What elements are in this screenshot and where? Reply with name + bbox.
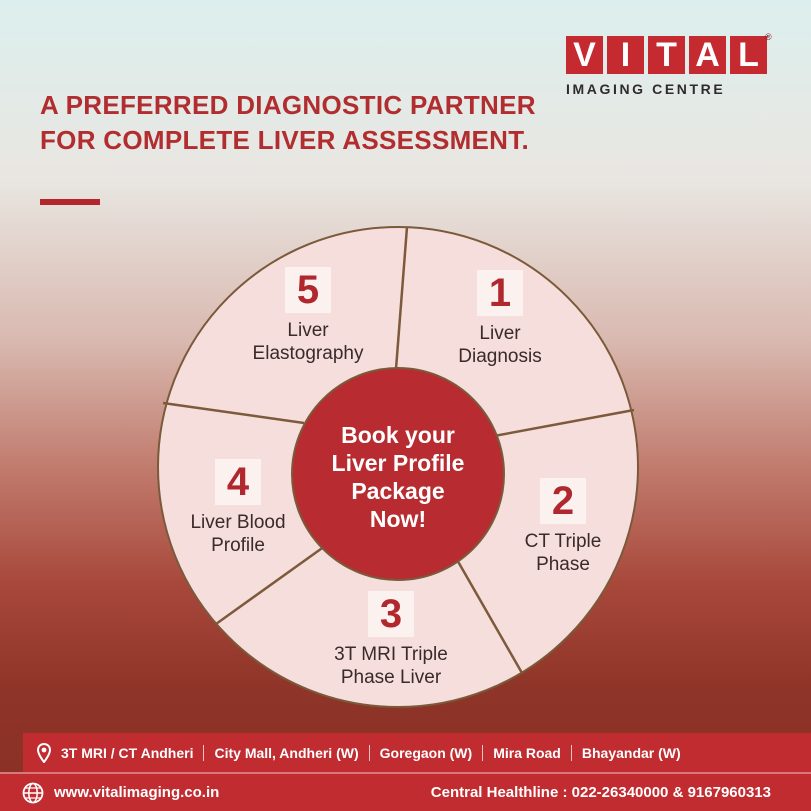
segment-label: Liver Diagnosis <box>458 323 542 367</box>
segment-number: 5 <box>285 267 331 313</box>
segment-label: CT Triple Phase <box>524 531 602 575</box>
footer-divider <box>0 772 811 774</box>
segment-4: 4 Liver Blood Profile <box>163 459 313 557</box>
contact-bar: www.vitalimaging.co.in Central Healthlin… <box>0 774 811 811</box>
locations-bar: 3T MRI / CT Andheri City Mall, Andheri (… <box>23 733 811 772</box>
headline-underline <box>40 199 100 205</box>
location-item: Mira Road <box>483 744 572 761</box>
wheel-divider <box>493 408 635 438</box>
logo-letter: V <box>566 36 603 74</box>
central-helpline[interactable]: Central Healthline : 022-26340000 & 9167… <box>430 784 771 801</box>
segment-1: 1 Liver Diagnosis <box>420 270 580 368</box>
wheel-divider <box>215 539 333 626</box>
book-package-cta[interactable]: Book your Liver Profile Package Now! <box>331 422 465 532</box>
vital-logo: V I T A L ® IMAGING CENTRE <box>566 32 772 106</box>
logo-letter: A <box>689 36 726 74</box>
logo-letter: T <box>648 36 685 74</box>
logo-subtitle: IMAGING CENTRE <box>566 81 726 97</box>
website-link[interactable]: www.vitalimaging.co.in <box>54 784 220 801</box>
location-item: City Mall, Andheri (W) <box>204 744 370 761</box>
globe-icon <box>22 782 44 803</box>
segment-number: 4 <box>215 459 261 505</box>
headline: A PREFERRED DIAGNOSTIC PARTNER FOR COMPL… <box>40 90 536 155</box>
wheel-divider <box>162 401 305 425</box>
segment-3: 3 3T MRI Triple Phase Liver <box>306 591 476 689</box>
logo-letter: I <box>607 36 644 74</box>
map-pin-icon <box>37 742 51 763</box>
logo-letter: L <box>730 36 767 74</box>
segment-label: Liver Elastography <box>252 320 364 364</box>
location-item: Goregaon (W) <box>370 744 484 761</box>
wheel-divider <box>394 226 409 370</box>
wheel-divider <box>450 550 524 674</box>
logo-letters: V I T A L <box>566 36 772 74</box>
location-item: Bhayandar (W) <box>581 744 681 761</box>
segment-5: 5 Liver Elastography <box>228 267 388 365</box>
segment-number: 1 <box>477 270 523 316</box>
segment-number: 3 <box>368 591 414 637</box>
service-wheel <box>157 226 639 708</box>
segment-label: 3T MRI Triple Phase Liver <box>334 644 448 688</box>
registered-mark: ® <box>765 32 772 42</box>
segment-number: 2 <box>540 478 586 524</box>
segment-2: 2 CT Triple Phase <box>488 478 638 576</box>
wheel-center-circle[interactable] <box>291 367 505 581</box>
location-item: 3T MRI / CT Andheri <box>59 744 205 761</box>
segment-label: Liver Blood Profile <box>190 512 286 556</box>
